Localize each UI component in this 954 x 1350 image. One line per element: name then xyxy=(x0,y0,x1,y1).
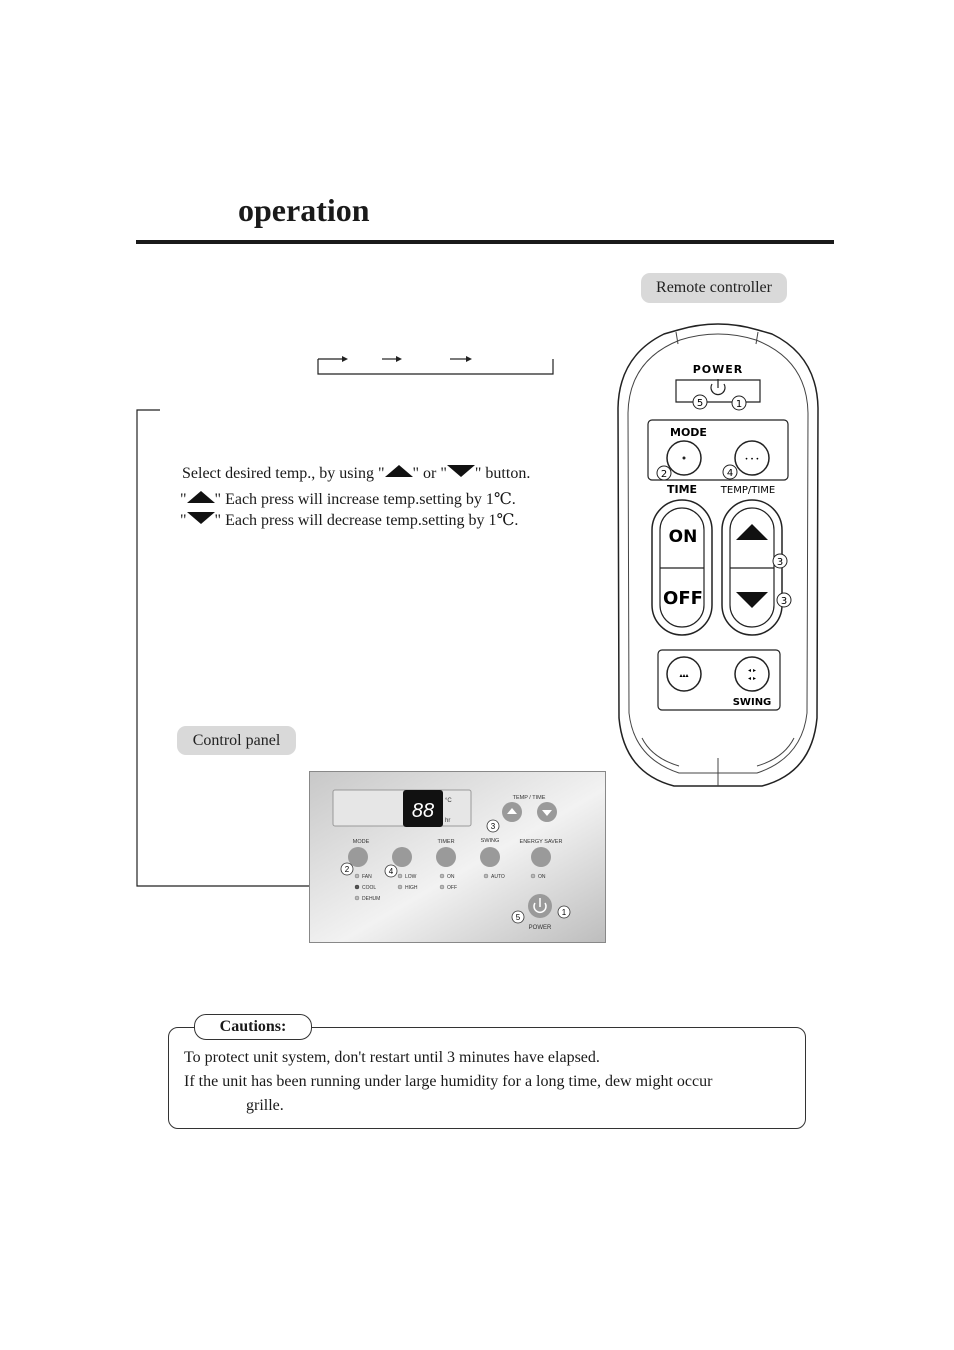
remote-step-mode: 2 xyxy=(661,469,667,480)
panel-timer-on-indicator: ON xyxy=(447,874,455,880)
remote-controller-label: Remote controller xyxy=(641,273,787,303)
up-arrow-icon xyxy=(186,491,215,503)
remote-power-button[interactable] xyxy=(675,379,761,403)
remote-step-down: 3 xyxy=(781,596,787,607)
remote-step-power-a: 5 xyxy=(697,398,703,409)
caution-line-3: grille. xyxy=(246,1097,284,1114)
svg-text:• • •: • • • xyxy=(745,456,759,463)
panel-swing-label: SWING xyxy=(481,838,500,844)
svg-text:◂ ▸: ◂ ▸ xyxy=(748,675,756,682)
remote-fan-button[interactable] xyxy=(734,440,770,476)
panel-timer-label: TIMER xyxy=(437,839,454,845)
remote-time-text: TIME xyxy=(667,483,697,496)
remote-speed-button[interactable] xyxy=(666,656,702,692)
remote-step-up: 3 xyxy=(777,557,783,568)
power-icon xyxy=(533,898,547,913)
power-icon xyxy=(710,379,726,396)
panel-auto-indicator: AUTO xyxy=(491,874,505,880)
panel-step-fan: 4 xyxy=(389,867,394,876)
page-title: operation xyxy=(238,192,370,228)
svg-text:▴▴▴: ▴▴▴ xyxy=(679,672,688,679)
panel-cool-indicator: COOL xyxy=(362,885,376,891)
remote-mode-text: MODE xyxy=(670,426,707,439)
control-panel-label: Control panel xyxy=(177,726,296,755)
panel-unit-c: °C xyxy=(445,798,452,804)
panel-display xyxy=(403,790,443,827)
remote-mode-section xyxy=(647,419,789,481)
instruction-line-decrease: "" Each press will decrease temp.setting… xyxy=(180,512,519,529)
remote-swing-button[interactable] xyxy=(734,656,770,692)
caution-line-1: To protect unit system, don't restart un… xyxy=(184,1049,600,1066)
remote-temp-down-button[interactable] xyxy=(736,592,768,608)
remote-temp-time-text: TEMP/TIME xyxy=(720,485,775,496)
down-arrow-icon xyxy=(446,465,475,477)
remote-power-text: POWER xyxy=(693,363,744,376)
panel-timer-button[interactable] xyxy=(436,847,456,867)
panel-high-indicator: HIGH xyxy=(405,885,418,891)
title-rule xyxy=(136,240,834,244)
panel-mode-label: MODE xyxy=(353,839,370,845)
mode-cycle-diagram xyxy=(317,356,554,375)
remote-timer-off-button[interactable]: OFF xyxy=(663,588,703,609)
panel-step-power-a: 5 xyxy=(516,913,521,922)
caution-line-2: If the unit has been running under large… xyxy=(184,1073,713,1090)
panel-dehum-indicator: DEHUM xyxy=(362,896,380,902)
panel-step-mode: 2 xyxy=(345,865,350,874)
control-panel-illustration: 88 °C hr TEMP / TIME 3 MODE TIMER SWING … xyxy=(309,771,606,943)
panel-low-indicator: LOW xyxy=(405,874,417,880)
panel-step-power-b: 1 xyxy=(562,908,567,917)
panel-swing-button[interactable] xyxy=(480,847,500,867)
instruction-line-select: Select desired temp., by using "" or "" … xyxy=(182,465,531,482)
panel-step-temp: 3 xyxy=(491,822,496,831)
instruction-line-increase: "" Each press will increase temp.setting… xyxy=(180,491,516,508)
remote-controller-illustration: POWER 5 1 MODE 2 • • • 4 TIME TEMP/TIME … xyxy=(617,323,819,787)
panel-fan-button[interactable] xyxy=(392,847,412,867)
remote-step-power-b: 1 xyxy=(736,399,742,410)
panel-es-on-indicator: ON xyxy=(538,874,546,880)
panel-power-label: POWER xyxy=(529,925,552,931)
panel-display-digits: 88 xyxy=(412,800,434,822)
remote-swing-text: SWING xyxy=(733,697,772,708)
connector-bracket xyxy=(136,409,360,887)
remote-temp-up-button[interactable] xyxy=(736,524,768,540)
cautions-title: Cautions: xyxy=(194,1014,312,1040)
svg-text:◂ ▸: ◂ ▸ xyxy=(748,667,756,674)
panel-temp-time-label: TEMP / TIME xyxy=(513,795,546,801)
remote-bottom-section xyxy=(657,649,781,711)
remote-step-fan: 4 xyxy=(727,468,733,479)
panel-unit-hr: hr xyxy=(445,818,450,824)
panel-energy-saver-label: ENERGY SAVER xyxy=(520,839,563,845)
up-arrow-icon xyxy=(384,465,413,477)
panel-mode-button[interactable] xyxy=(348,847,368,867)
remote-timer-on-button[interactable]: ON xyxy=(669,527,698,547)
panel-energy-saver-button[interactable] xyxy=(531,847,551,867)
panel-timer-off-indicator: OFF xyxy=(447,885,457,891)
cautions-box xyxy=(168,1027,806,1129)
down-arrow-icon xyxy=(186,512,215,524)
panel-fan-indicator: FAN xyxy=(362,874,372,880)
